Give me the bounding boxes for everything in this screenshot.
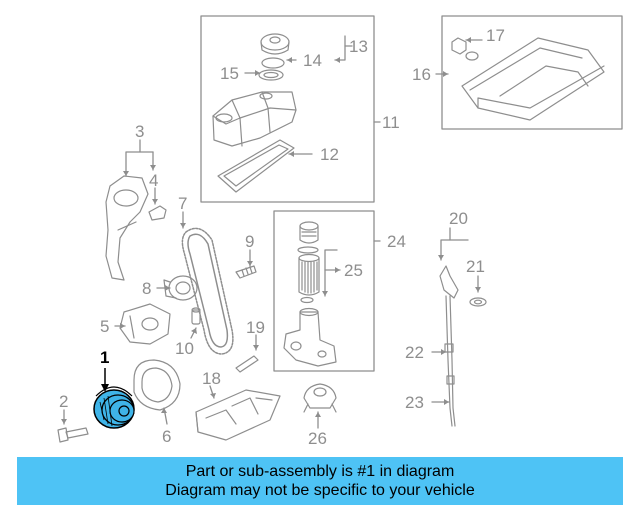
callout-17[interactable]: 17 xyxy=(486,26,505,45)
drain-plug xyxy=(451,37,479,61)
valve-cover xyxy=(212,91,297,147)
parts-diagram xyxy=(57,15,623,443)
valve-cover-gasket xyxy=(217,139,295,193)
timing-cover-lower xyxy=(133,359,181,411)
group-box-16 xyxy=(441,15,623,130)
oil-filler-cap xyxy=(260,33,290,55)
timing-cover-middle xyxy=(119,303,171,345)
callout-22[interactable]: 22 xyxy=(405,343,424,362)
stud-bolt xyxy=(235,265,257,279)
crankshaft-pulley-highlighted xyxy=(93,368,135,429)
belt-tensioner xyxy=(163,275,198,301)
callout-2[interactable]: 2 xyxy=(59,392,69,411)
callout-26[interactable]: 26 xyxy=(308,429,327,448)
oil-pan xyxy=(461,37,605,121)
timing-cover-upper xyxy=(105,175,149,281)
guide-pin xyxy=(235,355,259,373)
callout-4[interactable]: 4 xyxy=(149,171,159,190)
callout-14[interactable]: 14 xyxy=(303,51,322,70)
timing-belt xyxy=(181,227,234,355)
callout-23[interactable]: 23 xyxy=(405,393,424,412)
callout-3[interactable]: 3 xyxy=(135,122,145,141)
oil-filter-housing xyxy=(283,307,337,367)
dipstick-seal xyxy=(469,297,487,307)
callout-11[interactable]: 11 xyxy=(382,113,400,132)
group-box-11 xyxy=(200,15,375,203)
oil-filter-cap xyxy=(299,221,319,244)
dipstick-handle xyxy=(439,265,459,299)
callout-24[interactable]: 24 xyxy=(387,232,406,251)
callout-25[interactable]: 25 xyxy=(344,261,363,280)
banner-line-part: Part or sub-assembly is #1 in diagram xyxy=(185,463,455,480)
callout-1[interactable]: 1 xyxy=(100,348,110,367)
dipstick xyxy=(444,295,456,427)
intake-manifold xyxy=(195,389,281,441)
idler-bolt xyxy=(191,307,201,325)
callout-7[interactable]: 7 xyxy=(178,194,188,213)
callout-6[interactable]: 6 xyxy=(162,427,172,446)
callout-10[interactable]: 10 xyxy=(175,339,194,358)
oil-filter-element xyxy=(298,253,320,296)
cap-gasket xyxy=(258,69,284,81)
callout-21[interactable]: 21 xyxy=(466,257,485,276)
callout-16[interactable]: 16 xyxy=(412,65,431,84)
oil-pump xyxy=(303,383,337,413)
callout-9[interactable]: 9 xyxy=(245,232,255,251)
callout-15[interactable]: 15 xyxy=(220,64,239,83)
crank-bolt xyxy=(57,427,89,443)
callout-8[interactable]: 8 xyxy=(142,279,152,298)
callout-5[interactable]: 5 xyxy=(100,317,110,336)
callout-13[interactable]: 13 xyxy=(349,37,368,56)
banner-line-disclaimer: Diagram may not be specific to your vehi… xyxy=(165,482,475,499)
callout-12[interactable]: 12 xyxy=(320,145,339,164)
callout-19[interactable]: 19 xyxy=(246,318,265,337)
cover-bracket xyxy=(148,205,167,221)
callout-20[interactable]: 20 xyxy=(449,209,468,228)
info-banner: Part or sub-assembly is #1 in diagram Di… xyxy=(17,457,623,505)
callout-18[interactable]: 18 xyxy=(202,369,221,388)
group-box-24 xyxy=(273,210,375,372)
cap-seal xyxy=(261,57,285,69)
